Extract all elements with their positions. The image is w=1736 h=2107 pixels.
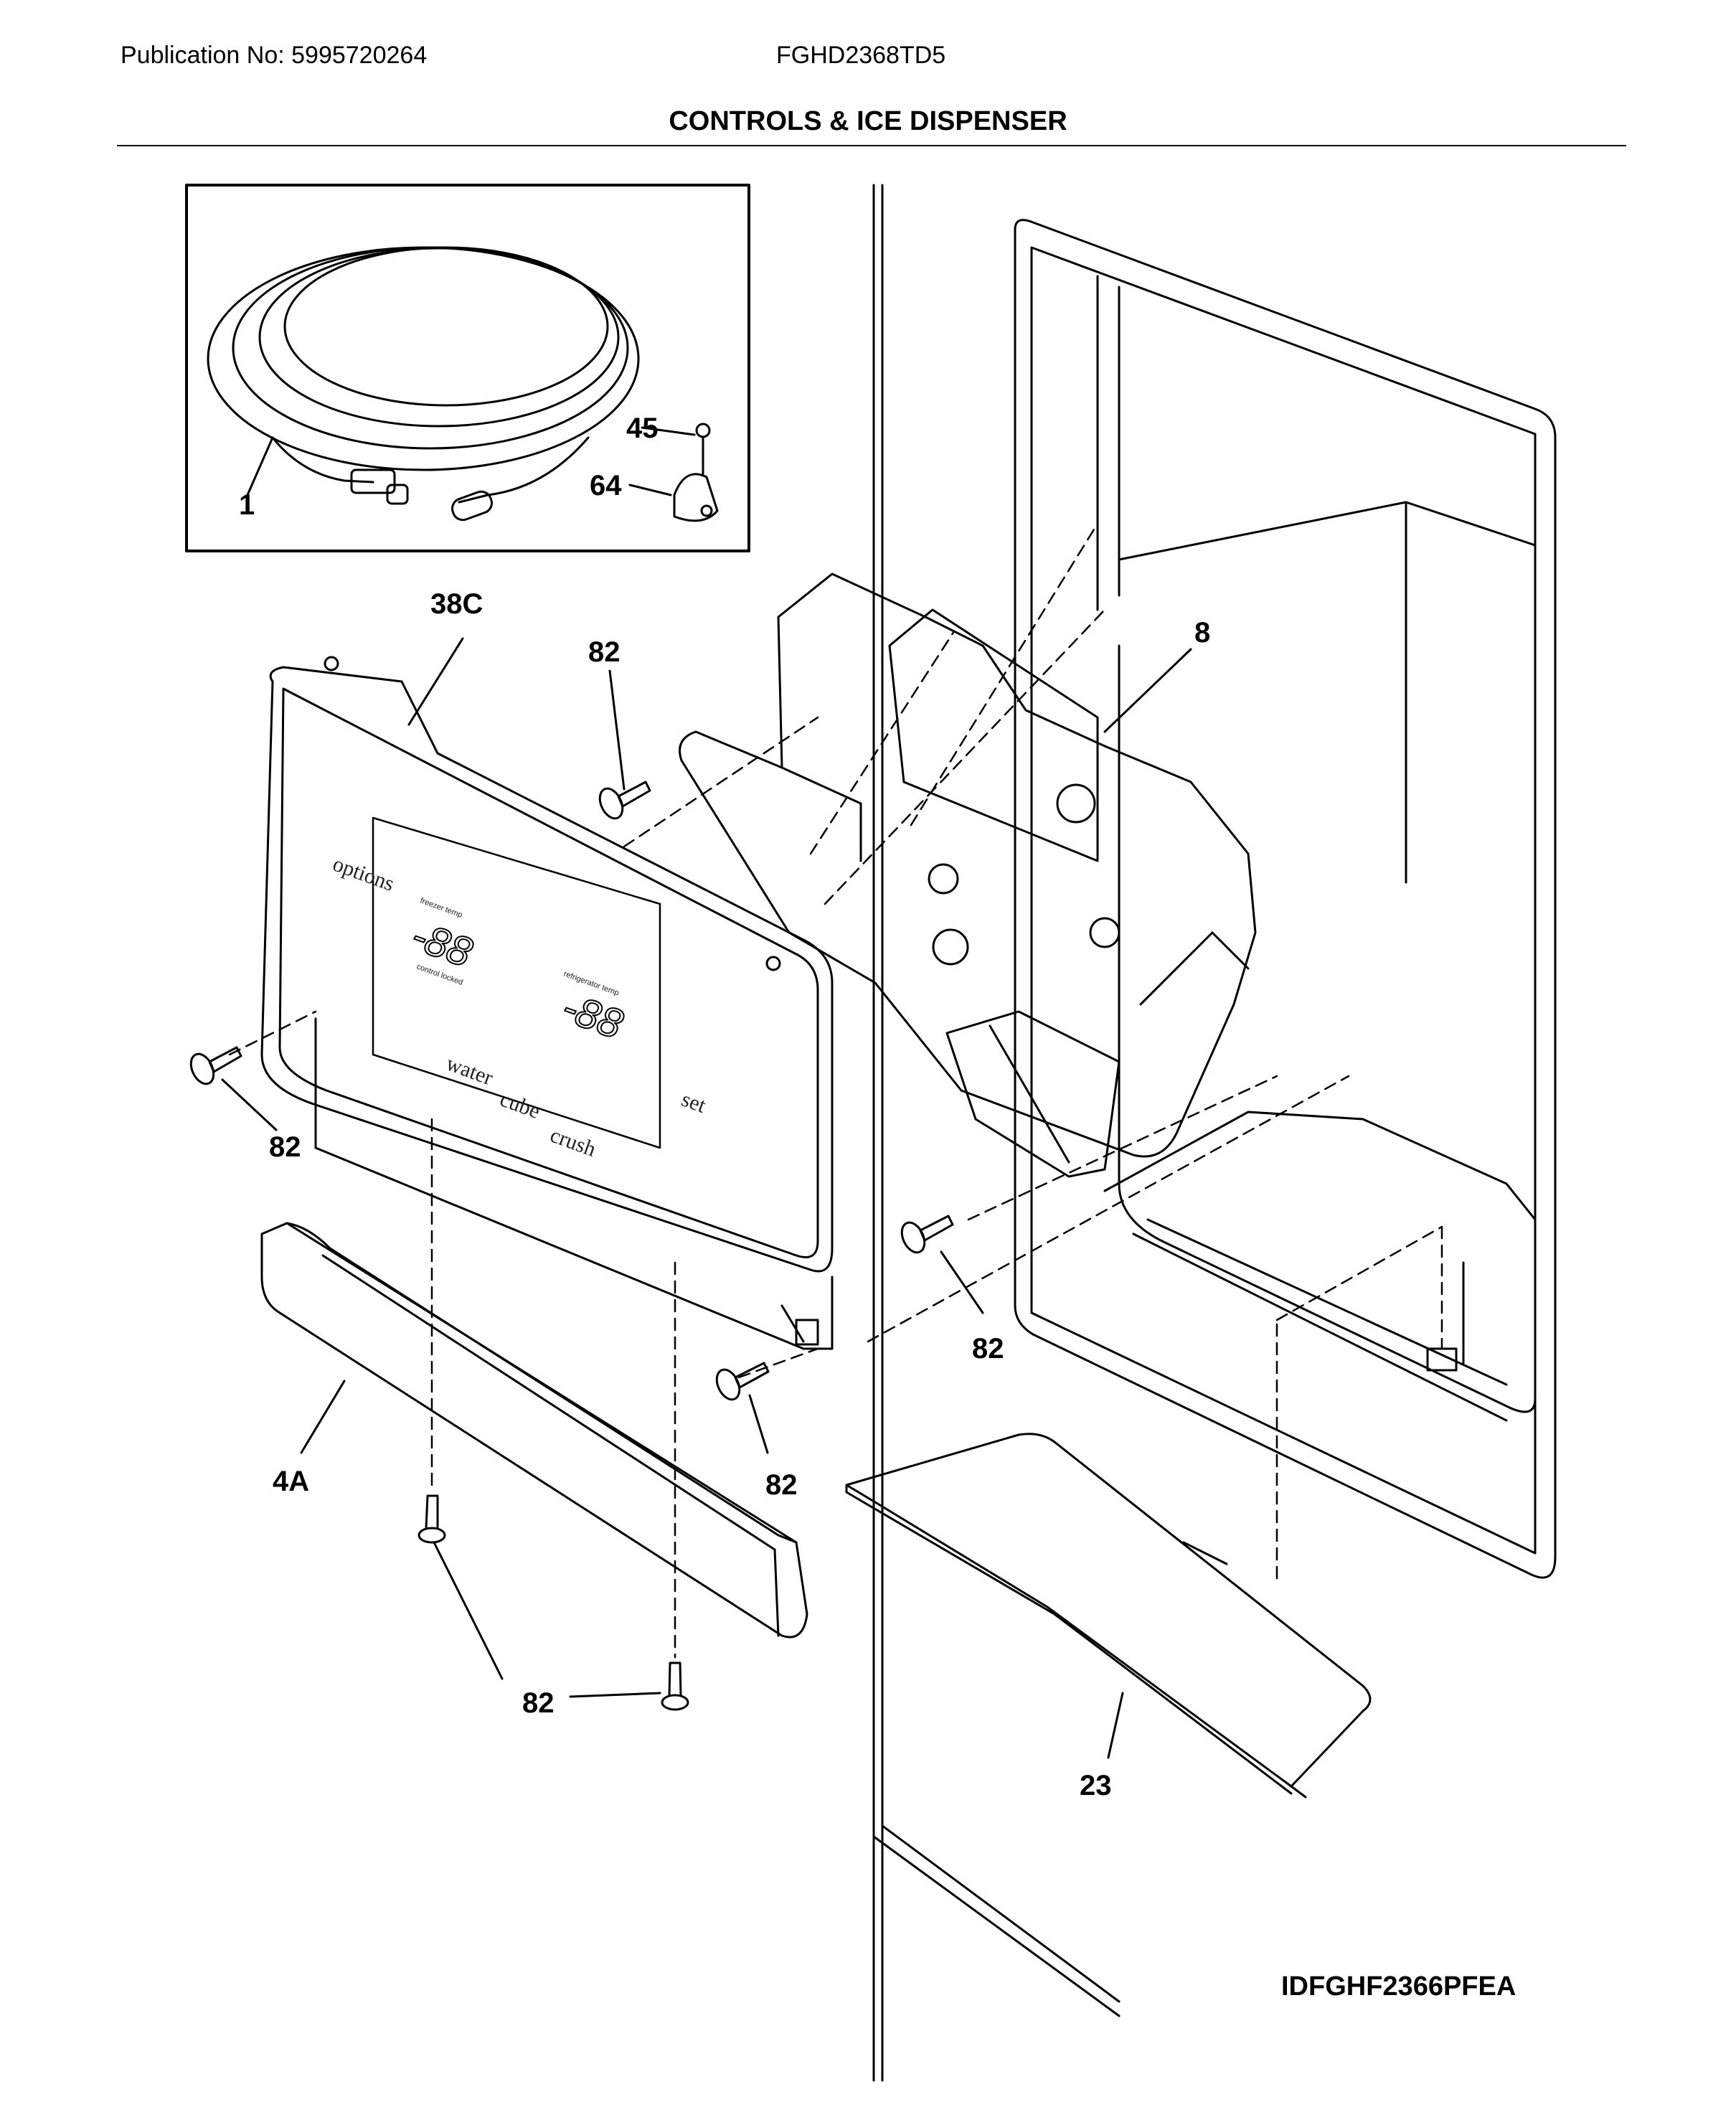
screw-82-c [900, 1215, 954, 1254]
callout-82-top: 82 [588, 636, 621, 668]
leader-lines [221, 637, 1192, 1759]
callout-23: 23 [1080, 1770, 1112, 1801]
model-number: FGHD2368TD5 [776, 42, 946, 69]
cube-text: cube [497, 1088, 544, 1123]
callout-38c: 38C [430, 588, 483, 620]
screw-82-d [715, 1362, 770, 1401]
options-text: options [330, 852, 397, 896]
set-text: set [679, 1088, 709, 1118]
panel-text: options water cube crush set freezer tem… [330, 852, 709, 1161]
callout-82-bottom: 82 [522, 1687, 555, 1719]
screws [189, 781, 954, 1711]
callout-1: 1 [239, 489, 255, 521]
crush-text: crush [547, 1123, 599, 1161]
screw-82-e [418, 1494, 446, 1544]
clamp-parts [246, 423, 719, 522]
callout-4a: 4A [273, 1466, 309, 1497]
trim-4a [260, 1222, 808, 1639]
title-rule [117, 145, 1626, 146]
alignment-lines [228, 522, 1443, 1659]
screw-82-a [598, 781, 651, 820]
callout-82-mid: 82 [765, 1469, 798, 1501]
callout-82-right: 82 [972, 1333, 1004, 1364]
callout-64: 64 [590, 470, 622, 501]
page-title: CONTROLS & ICE DISPENSER [669, 106, 1067, 136]
water-text: water [443, 1052, 496, 1090]
dispenser-housing-8 [679, 572, 1257, 1178]
publication-number: Publication No: 5995720264 [121, 42, 428, 69]
callout-45: 45 [626, 413, 659, 444]
door-outline [872, 184, 1121, 2082]
drip-tray-23 [845, 1433, 1372, 1799]
figure-code: IDFGHF2366PFEA [1281, 1971, 1516, 2002]
callout-8: 8 [1194, 617, 1210, 649]
screw-82-f [661, 1661, 689, 1711]
callout-82-left: 82 [269, 1131, 301, 1163]
inset-box [185, 184, 750, 552]
control-panel-38c [260, 656, 834, 1350]
screw-82-b [189, 1046, 242, 1085]
water-tube-coil [207, 246, 640, 522]
dispenser-recess [1014, 219, 1557, 1579]
